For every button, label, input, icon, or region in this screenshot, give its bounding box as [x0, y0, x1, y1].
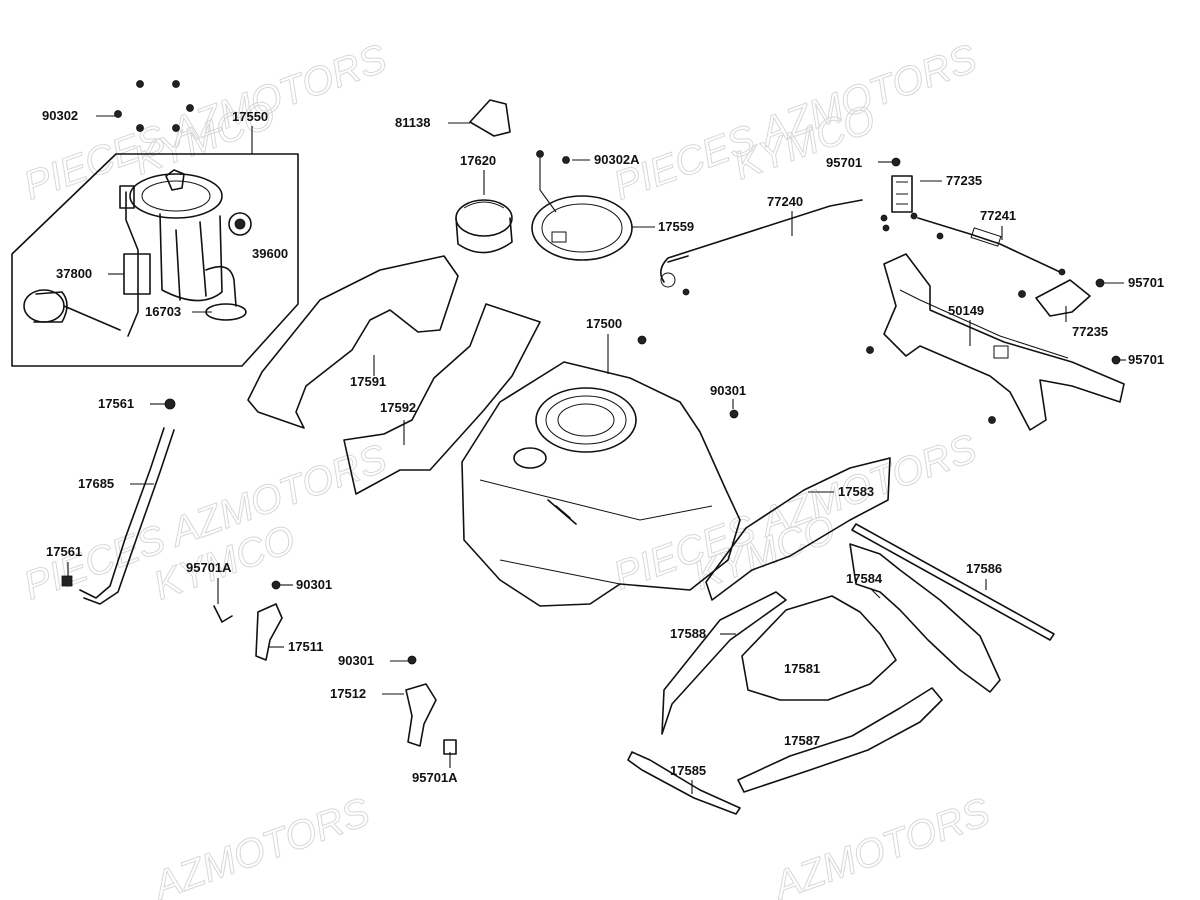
part-labels: 90302 17550 39600 37800 16703 81138 17620 90302… [42, 108, 1164, 785]
fuel-pump-group-frame [11, 153, 299, 367]
watermark-text: AZMOTORS [766, 790, 996, 900]
part-label-95701c: 95701 [1128, 352, 1164, 367]
liner-17588 [661, 591, 787, 735]
watermark-text: AZMOTORS [146, 790, 376, 900]
part-label-90302: 90302 [42, 108, 78, 123]
part-label-77235a: 77235 [946, 173, 982, 188]
part-label-17500: 17500 [586, 316, 622, 331]
screws-90302 [114, 80, 194, 132]
part-label-90301c: 90301 [338, 653, 374, 668]
part-label-17581: 17581 [784, 661, 820, 676]
liner-17584 [849, 543, 1001, 693]
cap-plate-17559 [531, 150, 633, 261]
foam-pads [247, 255, 541, 495]
part-label-95701a: 95701 [826, 155, 862, 170]
part-label-17587: 17587 [784, 733, 820, 748]
liner-17581 [741, 595, 897, 701]
part-label-90301b: 90301 [296, 577, 332, 592]
part-label-17512: 17512 [330, 686, 366, 701]
pad-17592 [343, 303, 541, 495]
strip-17585 [627, 751, 741, 815]
part-label-39600: 39600 [252, 246, 288, 261]
part-label-77241: 77241 [980, 208, 1016, 223]
part-label-17592: 17592 [380, 400, 416, 415]
pad-17591 [247, 255, 459, 429]
part-label-17561a: 17561 [98, 396, 134, 411]
part-label-17511: 17511 [288, 639, 323, 654]
strip-17586 [851, 523, 1055, 641]
hose-17685 [61, 398, 176, 605]
lower-liners [627, 457, 1055, 815]
part-label-50149: 50149 [948, 303, 984, 318]
fuel-cap-17620 [455, 199, 513, 254]
part-label-95701A_1: 95701A [186, 560, 232, 575]
part-label-17585: 17585 [670, 763, 706, 778]
part-label-17685: 17685 [78, 476, 114, 491]
part-label-17561b: 17561 [46, 544, 82, 559]
nut-90301-tank [729, 409, 739, 419]
part-label-37800: 37800 [56, 266, 92, 281]
part-label-16703: 16703 [145, 304, 181, 319]
part-label-77240: 77240 [767, 194, 803, 209]
watermark-text: PIECES AZMOTORS [608, 426, 983, 598]
part-label-81138: 81138 [395, 115, 430, 130]
part-label-77235b: 77235 [1072, 324, 1108, 339]
frame-50149 [866, 253, 1125, 431]
part-label-17583: 17583 [838, 484, 874, 499]
part-label-17588: 17588 [670, 626, 706, 641]
latch-77235-top [880, 157, 913, 232]
part-label-17586: 17586 [966, 561, 1002, 576]
leader-line-17584 [869, 587, 881, 599]
part-label-17620: 17620 [460, 153, 496, 168]
latch-77235-lower [1035, 279, 1091, 317]
bracket-81138 [469, 99, 511, 137]
part-label-95701A_2: 95701A [412, 770, 458, 785]
part-label-17550: 17550 [232, 109, 268, 124]
part-label-17559: 17559 [658, 219, 694, 234]
part-label-90302A: 90302A [594, 152, 640, 167]
part-label-95701b: 95701 [1128, 275, 1164, 290]
seat-cables [660, 199, 1066, 296]
fuel-tank-17500 [461, 335, 741, 607]
part-label-17584: 17584 [846, 571, 883, 586]
part-label-17591: 17591 [350, 374, 386, 389]
part-label-90301a: 90301 [710, 383, 746, 398]
liner-17583 [705, 457, 891, 601]
leader-lines [67, 115, 1126, 794]
liner-17587 [737, 687, 943, 793]
brackets-17511-17512 [213, 580, 457, 755]
